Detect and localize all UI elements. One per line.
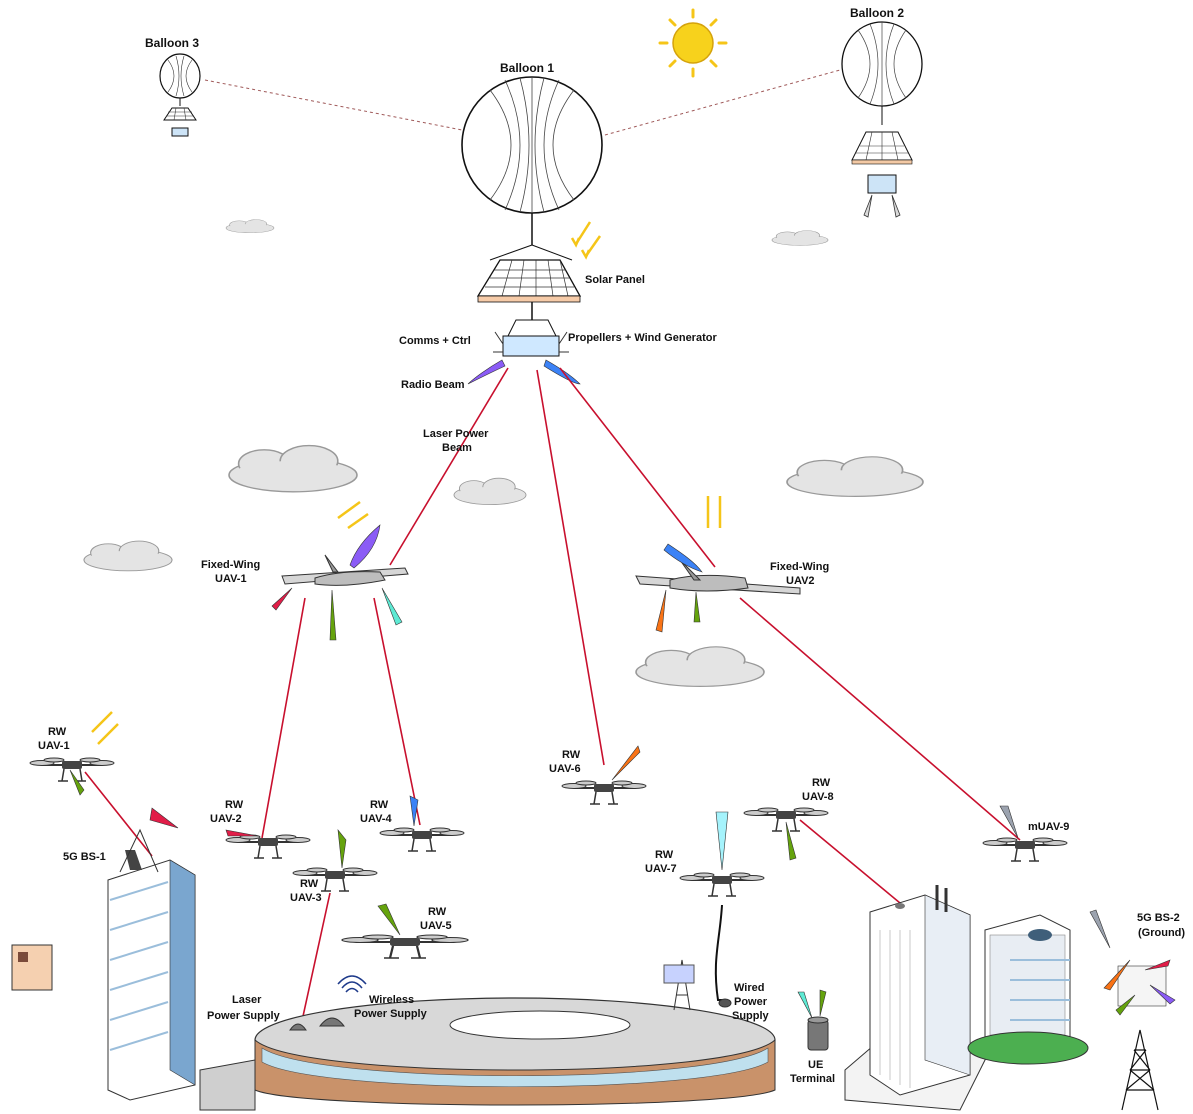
bs2-tower: 5G BS-2 (Ground) — [1089, 909, 1185, 1111]
bs1-label: 5G BS-1 — [63, 851, 106, 863]
fixed-wing-uav-icon — [281, 554, 409, 586]
cell-tower-icon — [1121, 1029, 1159, 1111]
rw1-label-b: UAV-1 — [38, 740, 70, 752]
balloon-2: Balloon 2 — [841, 6, 923, 218]
rw5-label-a: RW — [428, 906, 447, 918]
laser-beam-label-1: Laser Power — [423, 428, 489, 440]
stadium-icon — [199, 997, 776, 1111]
bs1-building: 5G BS-1 — [11, 807, 196, 1101]
rw4-label-a: RW — [370, 799, 389, 811]
fw1-label-a: Fixed-Wing — [201, 559, 260, 571]
wireless-ps-label-b: Power Supply — [354, 1008, 428, 1020]
comms-gondola: Comms + Ctrl Propellers + Wind Generator… — [399, 319, 717, 391]
rw8-label-b: UAV-8 — [802, 791, 834, 803]
rw7-label-b: UAV-7 — [645, 863, 677, 875]
laser-beams — [84, 367, 1021, 1031]
solar-panel-label: Solar Panel — [585, 274, 645, 286]
wireless-ps-label-a: Wireless — [369, 994, 414, 1006]
balloon-2-label: Balloon 2 — [850, 6, 904, 20]
rw8-label-a: RW — [812, 777, 831, 789]
balloon-3: Balloon 3 — [145, 36, 201, 137]
rw2-label-b: UAV-2 — [210, 813, 242, 825]
rw-uav-2: RW UAV-2 — [210, 799, 311, 859]
rw2-label-a: RW — [225, 799, 244, 811]
rw-uav-4: RW UAV-4 — [360, 795, 465, 852]
bs2-label-b: (Ground) — [1138, 927, 1185, 939]
rw-uav-5: RW UAV-5 — [340, 903, 470, 960]
fixed-wing-uav-2: Fixed-Wing UAV2 — [635, 496, 829, 633]
rw5-label-b: UAV-5 — [420, 920, 452, 932]
wired-ps-label-b: Power — [734, 996, 768, 1008]
rw4-label-b: UAV-4 — [360, 813, 392, 825]
solar-panel-icon: Solar Panel — [476, 221, 645, 327]
rw-uav-8: RW UAV-8 — [743, 777, 834, 861]
fw2-label-a: Fixed-Wing — [770, 561, 829, 573]
sun-rays-icon — [570, 221, 602, 260]
rw6-label-b: UAV-6 — [549, 763, 581, 775]
balloon-1-label: Balloon 1 — [500, 61, 554, 75]
laser-beam-label-2: Beam — [442, 442, 472, 454]
balloon-1: Balloon 1 — [461, 61, 603, 245]
balloon-3-label: Balloon 3 — [145, 36, 199, 50]
wired-ps-label-c: Supply — [732, 1010, 770, 1022]
cell-tower-icon — [663, 959, 695, 1011]
fw2-label-b: UAV2 — [786, 575, 815, 587]
wireless-signal-icon — [337, 975, 367, 993]
rw-uav-3: RW UAV-3 — [290, 829, 378, 904]
rw1-label-a: RW — [48, 726, 67, 738]
rotary-wing-uav-icon — [29, 757, 115, 782]
rw-uav-7: RW UAV-7 — [645, 811, 765, 1001]
rw3-label-a: RW — [300, 878, 319, 890]
rw7-label-a: RW — [655, 849, 674, 861]
power-supplies: Laser Power Supply Wireless Power Supply… — [207, 975, 770, 1031]
ue-label-a: UE — [808, 1059, 823, 1071]
wired-ps-label-a: Wired — [734, 982, 764, 994]
sun-icon — [658, 8, 728, 78]
balloon-links — [204, 69, 841, 136]
ue-terminal-icon: UE Terminal — [790, 989, 835, 1085]
fixed-wing-uav-1: Fixed-Wing UAV-1 — [201, 500, 409, 641]
bs2-label-a: 5G BS-2 — [1137, 912, 1180, 924]
rw6-label-a: RW — [562, 749, 581, 761]
comms-ctrl-label: Comms + Ctrl — [399, 335, 471, 347]
building-icon — [844, 885, 1089, 1111]
rw-uav-6: RW UAV-6 — [549, 745, 647, 805]
ue-label-b: Terminal — [790, 1073, 835, 1085]
propellers-label: Propellers + Wind Generator — [568, 332, 717, 344]
rw-uav-1: RW UAV-1 — [29, 711, 119, 796]
muav-9: mUAV-9 — [982, 805, 1069, 862]
radio-beam-label: Radio Beam — [401, 379, 465, 391]
laser-ps-label-b: Power Supply — [207, 1010, 281, 1022]
muav9-label: mUAV-9 — [1028, 821, 1069, 833]
rw3-label-b: UAV-3 — [290, 892, 322, 904]
fw1-label-b: UAV-1 — [215, 573, 247, 585]
laser-ps-label-a: Laser — [232, 994, 262, 1006]
